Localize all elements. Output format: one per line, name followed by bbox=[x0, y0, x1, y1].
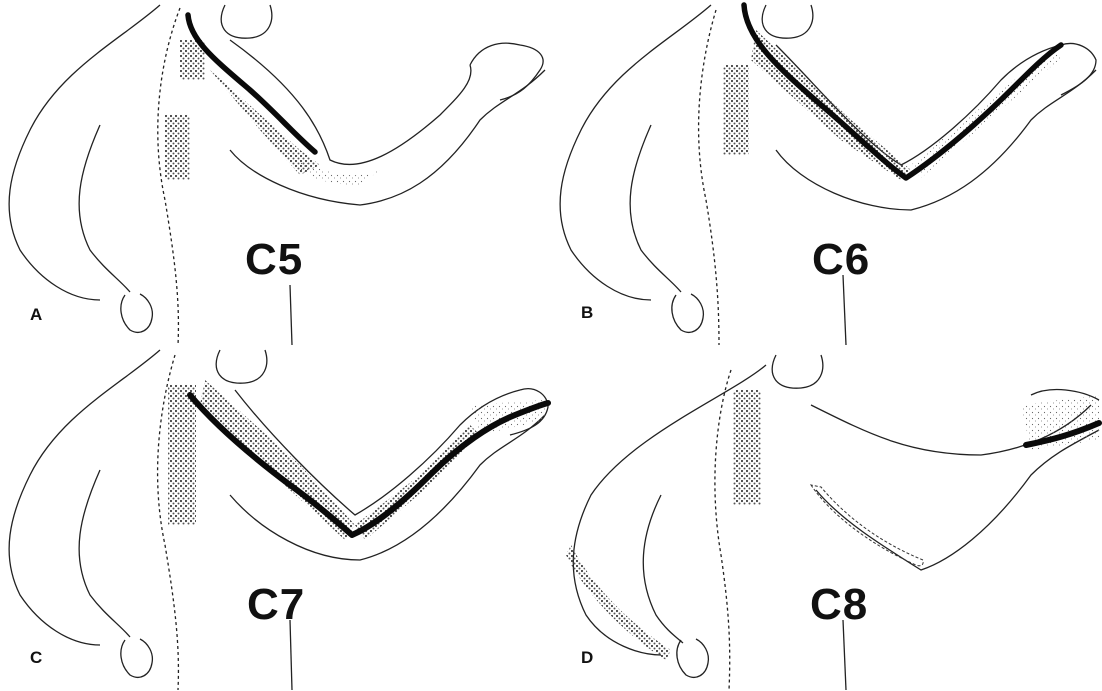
root-label: C7 bbox=[247, 583, 305, 627]
root-label: C8 bbox=[810, 583, 868, 627]
panel-d: C8 D bbox=[551, 345, 1102, 690]
dashed-region bbox=[811, 485, 923, 566]
arm-stipple bbox=[210, 70, 320, 175]
panel-letter: D bbox=[581, 649, 593, 666]
panel-letter: B bbox=[581, 304, 593, 321]
root-label: C5 bbox=[245, 238, 303, 282]
panel-a: C5 A bbox=[0, 0, 551, 345]
body-illustration bbox=[551, 345, 1102, 690]
panel-c: C7 C bbox=[0, 345, 551, 690]
scapula-stipple bbox=[168, 385, 196, 525]
body-illustration bbox=[0, 0, 551, 345]
scapula-stipple bbox=[723, 65, 749, 155]
body-illustration bbox=[551, 0, 1102, 345]
panel-letter: C bbox=[30, 649, 42, 666]
scapula-stipple bbox=[165, 115, 190, 180]
body-illustration bbox=[0, 345, 551, 690]
arm-stipple bbox=[751, 30, 911, 180]
pain-line bbox=[188, 15, 315, 152]
panel-letter: A bbox=[30, 306, 42, 323]
inner-arm-stipple bbox=[566, 545, 671, 660]
panel-b: C6 B bbox=[551, 0, 1102, 345]
scapula-stipple bbox=[733, 390, 761, 505]
root-label: C6 bbox=[812, 238, 870, 282]
